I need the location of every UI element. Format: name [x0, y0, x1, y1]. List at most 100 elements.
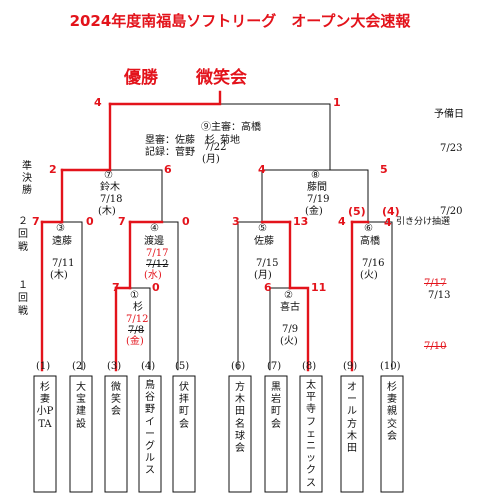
r2-3-num: ③: [56, 223, 65, 234]
round-label-semi-3: 勝: [22, 185, 32, 196]
r2-6-num: ⑥: [364, 223, 373, 234]
note-current-date: 7/13: [428, 290, 451, 301]
round-label-r1-2: 回: [18, 293, 28, 304]
r1-2-day: (火): [280, 336, 298, 347]
final-base-umpire: 塁審：佐藤 杉: [145, 135, 215, 146]
final-umpire-extra: 菊地: [220, 135, 240, 146]
r2-6-score-left: 4: [338, 215, 346, 228]
r1-1-score-left: 7: [112, 281, 120, 294]
note-struck-date-2: 7/10: [424, 341, 447, 352]
final-score-left: 4: [94, 96, 102, 109]
r2-4-date: 7/17: [146, 248, 169, 259]
team-num-7: (7): [267, 361, 282, 372]
r1-2-score-right: 11: [311, 281, 327, 294]
r2-4-day: (水): [144, 270, 162, 281]
final-score-right: 1: [333, 96, 341, 109]
team-name-9: オール方木田: [347, 382, 357, 454]
team-name-3: 微笑会: [111, 382, 121, 418]
team-name-2: 大宝建設: [76, 382, 86, 430]
winner-team: 微笑会: [196, 68, 247, 88]
draw-lottery-label: 引き分け抽選: [396, 217, 451, 227]
r2-4-score-right: 0: [182, 215, 190, 228]
reserve-date-1: 7/23: [440, 143, 463, 154]
r2-5-day: (月): [254, 270, 272, 281]
semi2-date: 7/19: [307, 194, 330, 205]
round-label-r1-1: １: [18, 280, 28, 291]
final-day: (月): [202, 154, 220, 165]
team-name-7: 黒岩町会: [271, 382, 281, 430]
semi1-score-right: 6: [164, 163, 172, 176]
r1-2-date: 7/9: [282, 324, 299, 335]
semi1-date: 7/18: [100, 194, 123, 205]
semi1-num: ⑦: [104, 170, 113, 181]
r2-4-date-old: 7/12: [146, 259, 169, 270]
r1-2-venue: 喜古: [280, 302, 300, 313]
team-num-8: (8): [302, 361, 317, 372]
r2-5-score-right: 13: [293, 215, 309, 228]
r1-1-date: 7/12: [126, 314, 149, 325]
team-num-4: (4): [141, 361, 156, 372]
team-name-6: 方木田名球会: [235, 382, 245, 454]
r2-4-score-left: 7: [118, 215, 126, 228]
r2-3-score-right: 0: [86, 215, 94, 228]
winner-label: 優勝: [124, 68, 158, 88]
r2-3-date: 7/11: [52, 258, 75, 269]
r2-4-num: ④: [150, 223, 159, 234]
team-name-8: 太平寺フェニックス: [306, 380, 316, 489]
r1-1-score-right: 0: [152, 281, 160, 294]
semi1-venue: 鈴木: [100, 182, 120, 193]
final-date: 7/22: [204, 142, 227, 153]
r1-1-day: (金): [126, 336, 144, 347]
r2-6-pk-right: (4): [382, 205, 400, 218]
note-struck-date-1: 7/17: [424, 278, 447, 289]
round-label-semi-2: 決: [22, 173, 32, 184]
page-title: 2024年度南福島ソフトリーグ オープン大会速報: [69, 12, 411, 30]
semi1-score-left: 2: [49, 163, 57, 176]
r2-6-pk-left: (5): [348, 205, 366, 218]
final-recorder: 記録：菅野: [145, 147, 195, 158]
round-label-semi-1: 準: [22, 161, 32, 172]
r2-6-score-right: 4: [384, 216, 392, 229]
r2-5-num: ⑤: [258, 223, 267, 234]
r2-5-venue: 佐藤: [254, 236, 274, 247]
team-name-5: 伏拝町会: [179, 382, 189, 430]
r2-5-score-left: 3: [232, 215, 240, 228]
team-name-4: 鳥谷野イーグルス: [145, 380, 155, 477]
team-name-10: 杉妻親交会: [387, 382, 397, 442]
r2-3-venue: 遠藤: [52, 236, 72, 247]
team-num-3: (3): [107, 361, 122, 372]
r1-1-date-old: 7/8: [128, 325, 145, 336]
semi2-day: (金): [305, 206, 323, 217]
r2-6-date: 7/16: [362, 258, 385, 269]
round-label-r1-3: 戦: [18, 306, 28, 317]
r2-6-venue: 高橋: [360, 236, 380, 247]
r2-5-date: 7/15: [256, 258, 279, 269]
team-num-10: (10): [380, 361, 401, 372]
round-label-r2-1: ２: [18, 216, 28, 227]
r1-1-num: ①: [130, 290, 139, 301]
team-num-9: (9): [343, 361, 358, 372]
r2-3-day: (木): [50, 270, 68, 281]
round-label-r2-3: 戦: [18, 242, 28, 253]
team-num-1: (1): [36, 361, 51, 372]
r1-1-venue: 杉: [133, 302, 143, 313]
semi1-day: (木): [98, 206, 116, 217]
r2-6-day: (火): [360, 270, 378, 281]
team-name-1: 杉妻小PTA: [36, 382, 54, 430]
r2-3-score-left: 7: [32, 215, 40, 228]
r1-2-score-left: 6: [264, 281, 272, 294]
semi2-score-left: 4: [258, 163, 266, 176]
team-num-2: (2): [72, 361, 87, 372]
r2-4-venue: 渡邊: [144, 236, 164, 247]
team-num-6: (6): [231, 361, 246, 372]
team-num-5: (5): [175, 361, 190, 372]
reserve-date-2: 7/20: [440, 206, 463, 217]
semi2-venue: 藤間: [307, 182, 327, 193]
semi2-score-right: 5: [380, 163, 388, 176]
final-game-umpire: ⑨主審：高橋: [201, 122, 261, 133]
semi2-num: ⑧: [311, 170, 320, 181]
reserve-label: 予備日: [434, 109, 464, 120]
r1-2-num: ②: [284, 290, 293, 301]
